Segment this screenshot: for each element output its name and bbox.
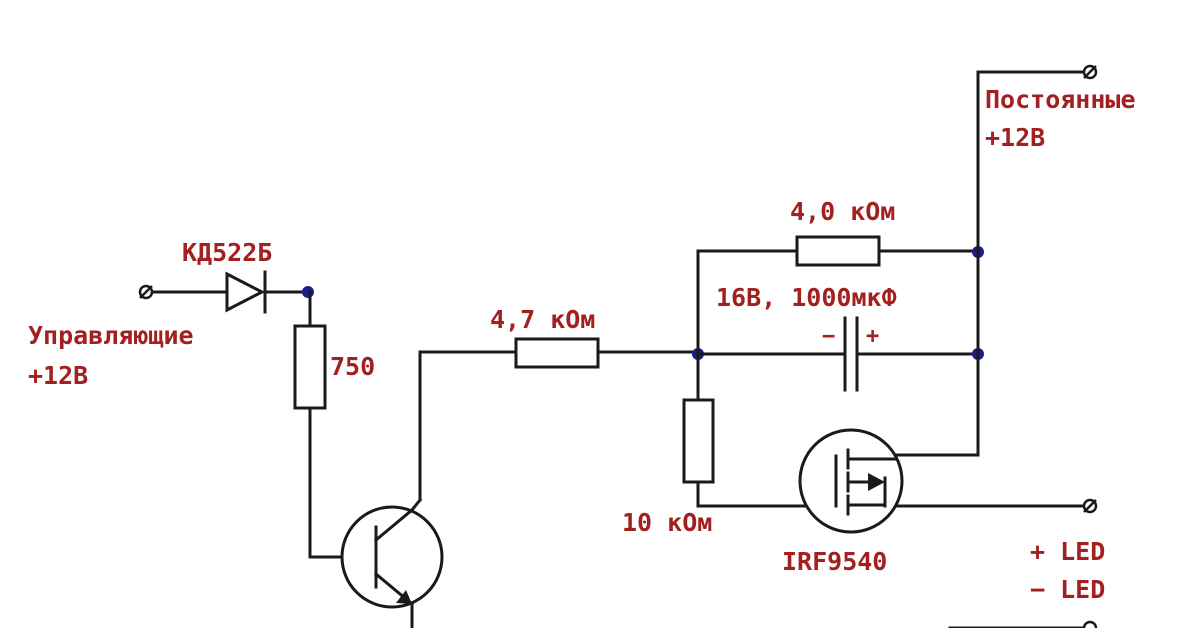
- wire-collector: [418, 350, 518, 502]
- label-const-1: Постоянные: [985, 85, 1136, 114]
- npn-transistor: [340, 497, 444, 628]
- mosfet-irf9540: [798, 428, 980, 534]
- resistor-4-0k: [795, 235, 980, 267]
- capacitor-1000uf: [696, 316, 980, 392]
- label-r10: 10 кОм: [622, 508, 712, 537]
- label-cap-minus: −: [822, 324, 835, 349]
- constant-terminal: [1082, 64, 1098, 80]
- label-cap: 16В, 1000мкФ: [716, 283, 897, 312]
- led-minus-terminal: [948, 620, 1098, 628]
- label-control-2: +12В: [28, 361, 88, 390]
- wire-top-left: [696, 249, 799, 356]
- label-mosfet: IRF9540: [782, 547, 887, 576]
- label-r40: 4,0 кОм: [790, 197, 895, 226]
- label-const-2: +12В: [985, 123, 1045, 152]
- diode-kd522b: [225, 270, 310, 314]
- control-input-terminal: [138, 284, 227, 300]
- label-cap-plus: +: [866, 324, 879, 349]
- label-led-plus: + LED: [1030, 537, 1105, 566]
- resistor-4-7k: [514, 337, 700, 369]
- wire-constant-rail: [976, 70, 1092, 457]
- label-r47: 4,7 кОм: [490, 305, 595, 334]
- label-diode: КД522Б: [182, 238, 272, 267]
- resistor-10k: [682, 352, 1092, 508]
- led-plus-terminal: [1082, 498, 1098, 514]
- junction-diode: [302, 286, 314, 298]
- label-r750: 750: [330, 352, 375, 381]
- label-control-1: Управляющие: [28, 321, 194, 350]
- label-led-minus: − LED: [1030, 575, 1105, 604]
